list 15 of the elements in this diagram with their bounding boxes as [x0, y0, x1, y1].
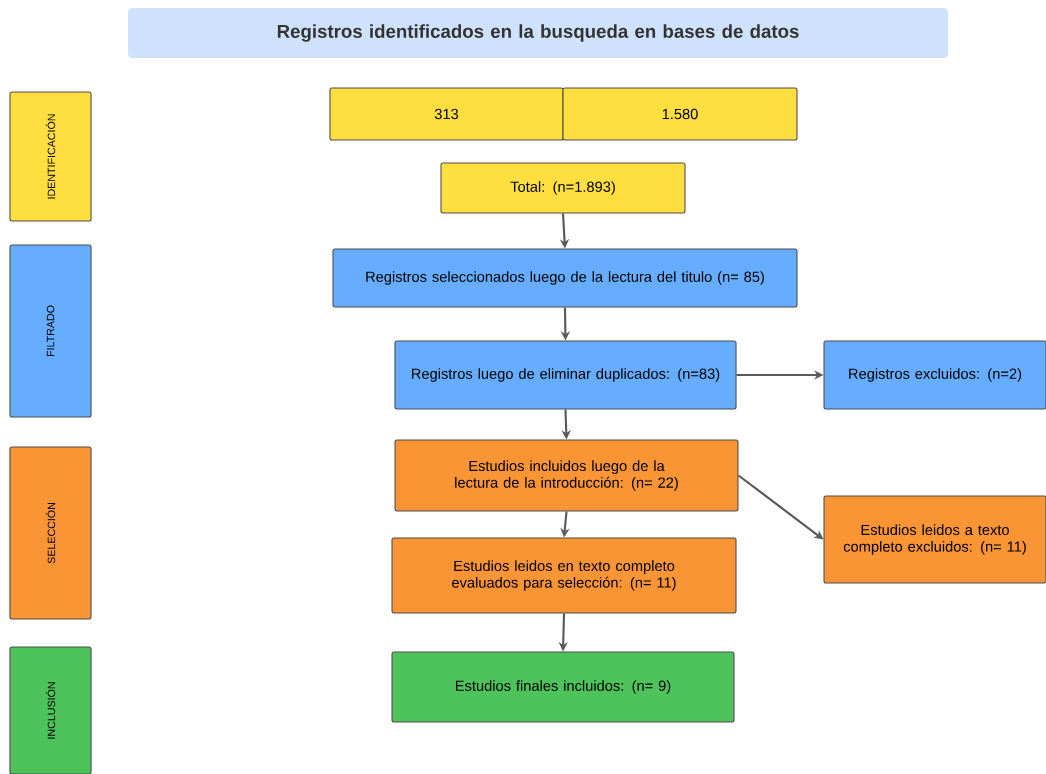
process-box: Estudios incluidos luego de la lectura de la introducción: (n= 22) — [394, 439, 739, 512]
process-box: Estudios finales incluidos: (n= 9) — [391, 651, 735, 723]
exclusion-box: Registros excluidos: (n=2) — [823, 340, 1046, 410]
process-box: Registros luego de eliminar duplicados: (n=83) — [394, 340, 737, 410]
database-box: 313 — [329, 87, 564, 141]
stage-band: IDENTIFICACIÓN — [9, 91, 92, 222]
process-box: Estudios leidos en texto completo evaluados para selección: (n= 11) — [391, 537, 737, 614]
title-band: Registros identificados en la busqueda en bases de datos — [128, 8, 948, 58]
stage-band: SELECCIÓN — [9, 446, 92, 620]
process-box: Total: (n=1.893) — [440, 162, 686, 214]
stage-band: INCLUSIÓN — [9, 646, 92, 774]
exclusion-box: Estudios leidos a texto completo excluidos: (n= 11) — [823, 495, 1046, 584]
database-box: 1.580 — [562, 87, 798, 141]
process-box: Registros seleccionados luego de la lectura del titulo (n= 85) — [332, 248, 798, 308]
stage-band: FILTRADO — [9, 244, 92, 418]
